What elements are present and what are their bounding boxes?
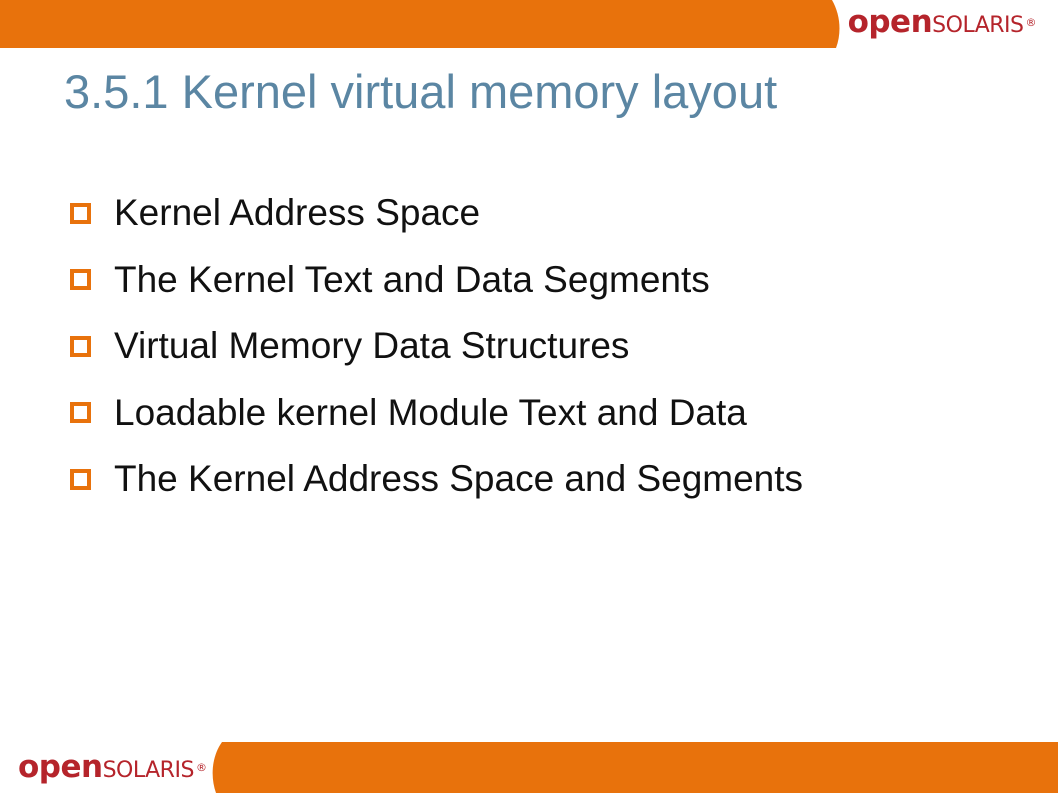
- bullet-item: The Kernel Address Space and Segments: [66, 446, 803, 513]
- hollow-square-bullet-icon: [70, 335, 91, 357]
- bullet-text: Kernel Address Space: [114, 192, 481, 234]
- hollow-square-bullet-icon: [70, 202, 91, 224]
- hollow-square-bullet-icon: [70, 269, 91, 291]
- bullet-item: Loadable kernel Module Text and Data: [66, 380, 803, 447]
- slide-title: 3.5.1 Kernel virtual memory layout: [64, 65, 778, 118]
- bullet-text: The Kernel Address Space and Segments: [114, 458, 804, 500]
- bullet-item: The Kernel Text and Data Segments: [66, 247, 803, 314]
- hollow-square-bullet-icon: [70, 468, 91, 490]
- bullet-list: Kernel Address Space The Kernel Text and…: [66, 180, 803, 513]
- top-banner: [0, 0, 840, 48]
- bullet-text: Loadable kernel Module Text and Data: [114, 391, 747, 433]
- bottom-banner: [212, 742, 1058, 793]
- bullet-text: The Kernel Text and Data Segments: [114, 258, 710, 300]
- bullet-text: Virtual Memory Data Structures: [114, 325, 630, 367]
- hollow-square-bullet-icon: [70, 402, 91, 424]
- bullet-item: Kernel Address Space: [66, 180, 803, 247]
- bullet-item: Virtual Memory Data Structures: [66, 313, 803, 380]
